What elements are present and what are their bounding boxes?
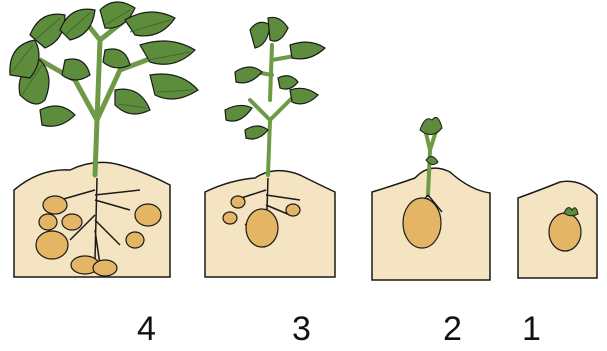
stage-3-plant xyxy=(205,17,335,277)
stage-2-plant xyxy=(372,117,490,280)
stage-1-plant xyxy=(518,181,597,278)
stage-3-leaves xyxy=(225,17,325,139)
stage-number-4: 4 xyxy=(137,312,156,346)
stage-3-stem xyxy=(245,45,300,175)
stage-4-plant xyxy=(10,2,198,277)
stage-number-3: 3 xyxy=(292,312,311,346)
stage-number-2: 2 xyxy=(443,312,462,346)
stage-2-tuber xyxy=(403,198,441,248)
stage-number-1: 1 xyxy=(522,312,541,346)
stage-1-eye-sprout xyxy=(564,208,578,216)
stage-1-tuber xyxy=(549,213,581,251)
